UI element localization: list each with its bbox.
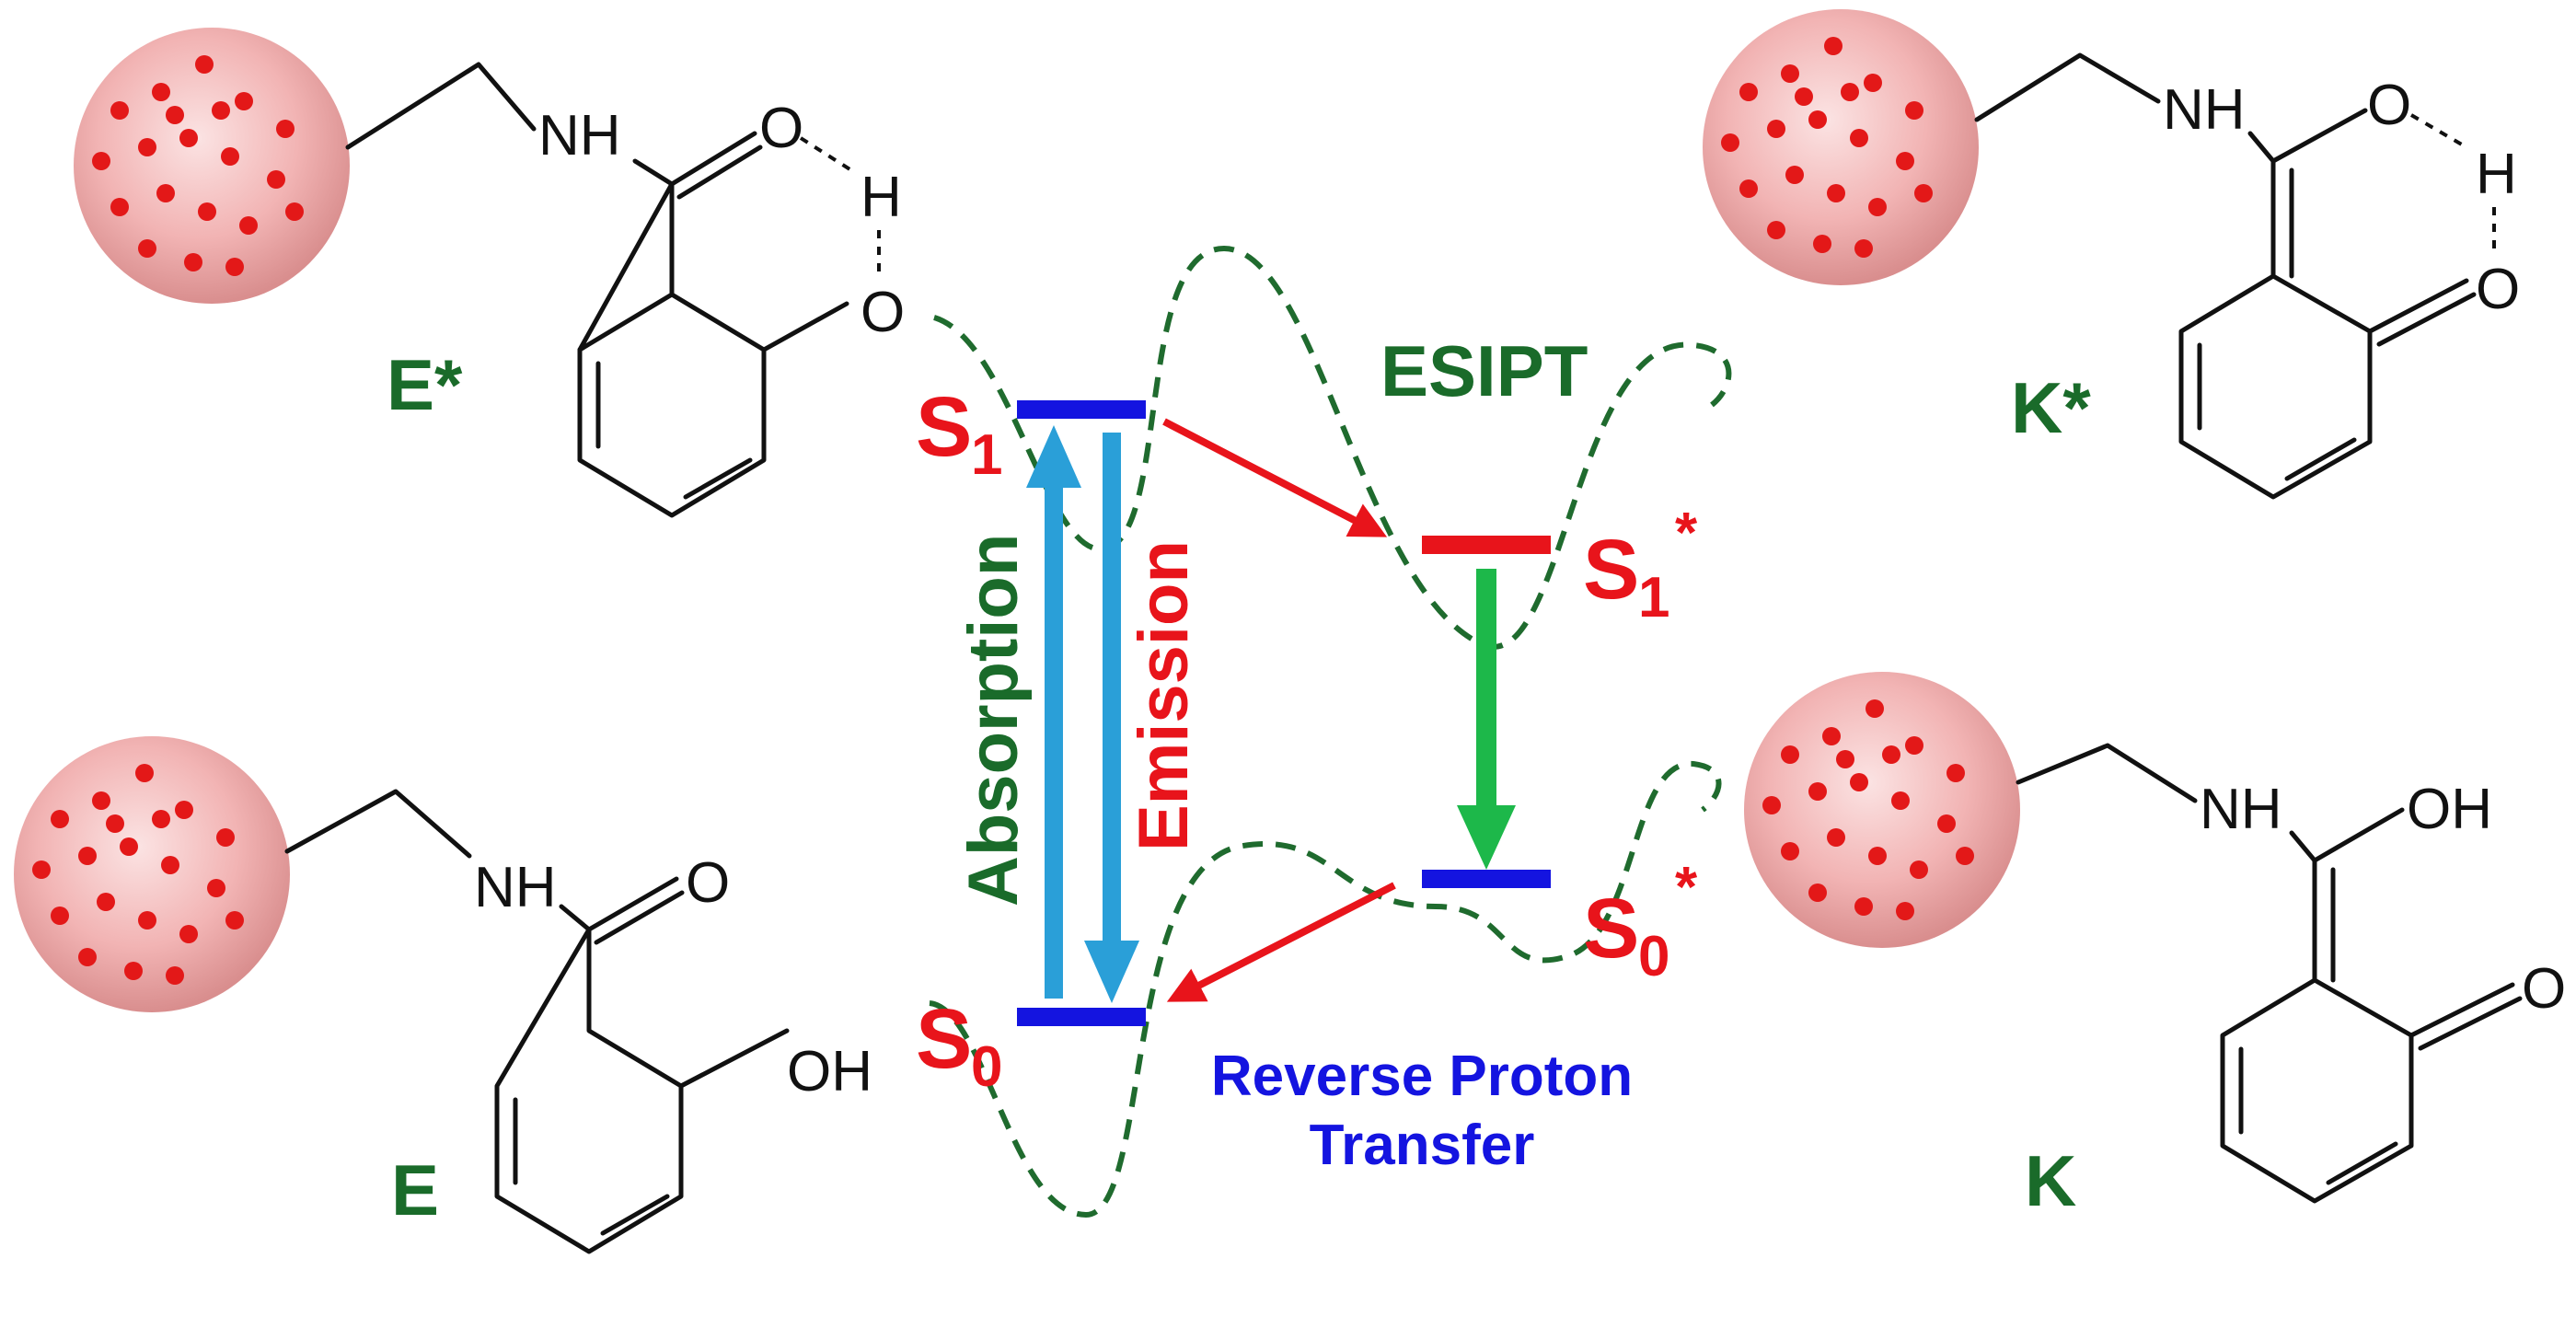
atom-oh: OH <box>2407 778 2492 841</box>
svg-text:S: S <box>916 992 972 1086</box>
label-k: K <box>2025 1140 2076 1221</box>
nanoparticle-sphere <box>14 736 290 1012</box>
atom-nh: NH <box>474 856 557 919</box>
esipt-arrow <box>1162 418 1388 537</box>
atom-o-ring: O <box>2522 957 2566 1021</box>
excited-state-potential-curve <box>933 245 1732 650</box>
ground-state-potential-curve <box>929 760 1722 1218</box>
svg-text:1: 1 <box>1638 566 1669 629</box>
atom-o-hydroxyl: O <box>2367 74 2411 137</box>
level-s0-bar <box>1017 1008 1146 1026</box>
reverse-proton-transfer-arrow <box>1166 882 1396 1002</box>
atom-h: H <box>861 166 902 229</box>
level-s1-star-bar <box>1422 536 1551 554</box>
atom-o-ring: O <box>2476 258 2520 321</box>
label-s0: S 0 <box>916 992 1002 1099</box>
label-s1: S 1 <box>916 380 1002 487</box>
nanoparticle-sphere <box>1744 672 2020 948</box>
label-absorption: Absorption <box>954 534 1033 907</box>
svg-text:*: * <box>1675 502 1698 565</box>
molecule-k: NH OH O K <box>1744 672 2566 1221</box>
svg-text:1: 1 <box>971 423 1002 487</box>
label-reverse-proton: Reverse Proton <box>1211 1045 1633 1108</box>
atom-o-carbonyl: O <box>759 97 803 160</box>
label-esipt: ESIPT <box>1380 330 1588 411</box>
emission-arrow <box>1084 433 1139 1003</box>
nanoparticle-sphere <box>1703 9 1979 285</box>
atom-oh: OH <box>787 1040 872 1103</box>
label-emission: Emission <box>1125 540 1203 851</box>
label-k-star: K* <box>2011 367 2091 448</box>
atom-h: H <box>2476 143 2517 206</box>
molecule-k-star: NH O H O K* <box>1703 9 2520 500</box>
svg-text:0: 0 <box>971 1035 1002 1099</box>
label-e-star: E* <box>387 344 463 425</box>
svg-text:S: S <box>916 380 972 474</box>
label-e: E <box>391 1149 439 1230</box>
label-s0-star: S 0 * <box>1583 856 1698 988</box>
atom-o-ring: O <box>861 281 905 344</box>
label-transfer: Transfer <box>1310 1114 1535 1177</box>
level-s0-star-bar <box>1422 870 1551 888</box>
atom-nh: NH <box>538 104 621 167</box>
molecule-e: NH O OH E <box>14 736 872 1254</box>
svg-text:0: 0 <box>1638 925 1669 988</box>
nanoparticle-sphere <box>74 28 350 304</box>
svg-text:S: S <box>1583 882 1639 976</box>
relaxation-arrow <box>1457 569 1516 870</box>
svg-text:*: * <box>1675 856 1698 919</box>
svg-text:S: S <box>1583 523 1639 617</box>
level-s1-bar <box>1017 400 1146 419</box>
atom-nh: NH <box>2200 778 2282 841</box>
atom-nh: NH <box>2163 78 2246 142</box>
absorption-arrow <box>1026 425 1081 999</box>
label-s1-star: S 1 * <box>1583 502 1698 629</box>
atom-o-carbonyl: O <box>686 851 730 915</box>
molecule-e-star: NH O H O E* <box>74 28 905 518</box>
